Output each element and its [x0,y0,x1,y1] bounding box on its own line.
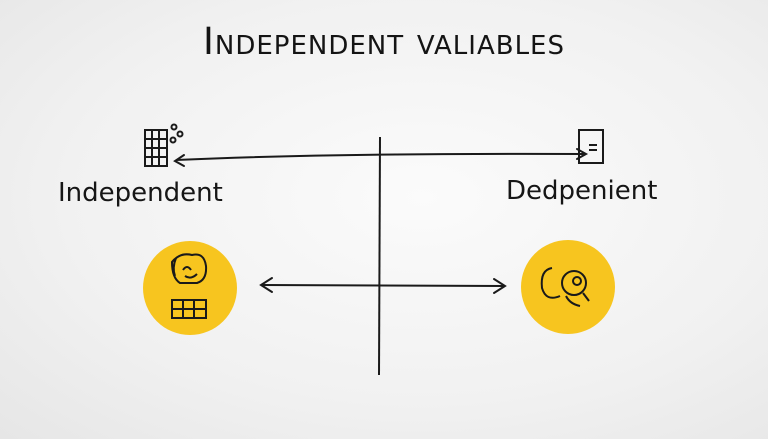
data-table-icon [144,123,184,167]
dependent-label: Dedpenient [506,176,658,206]
face-with-table-icon [143,241,237,335]
magnifier-icon [521,240,615,334]
diagram-title: Independent valiables [202,20,565,63]
independent-label: Independent [58,178,223,208]
document-icon [578,129,604,164]
vertical-divider [378,136,381,376]
lower-double-arrow [259,277,507,294]
